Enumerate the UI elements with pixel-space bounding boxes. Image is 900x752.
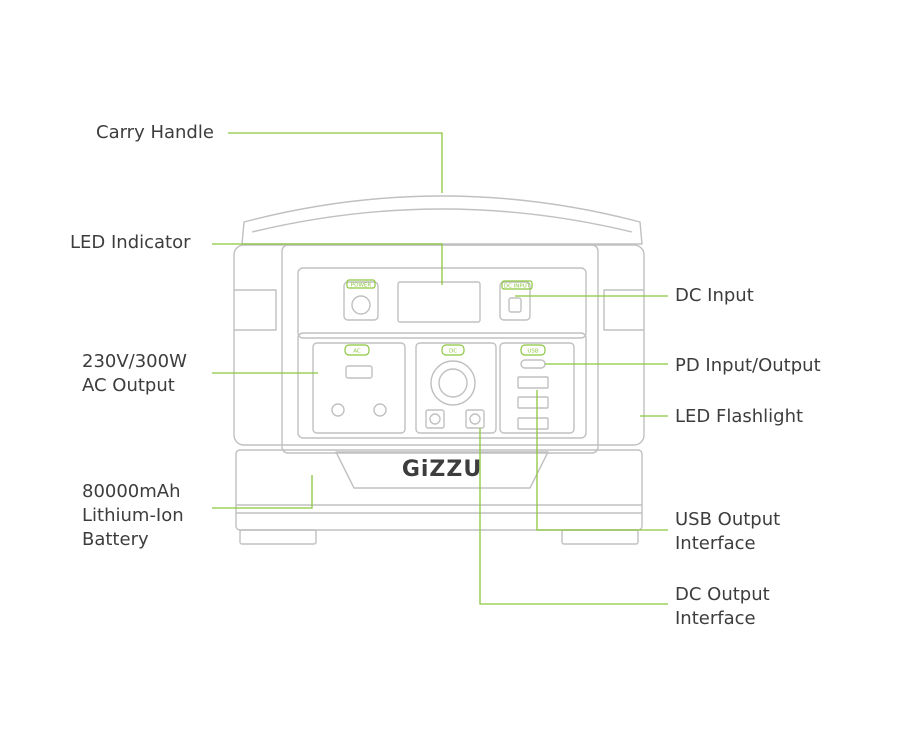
power-tag (346, 279, 376, 289)
label-dc-output-line1: DC Output (675, 584, 770, 605)
ac-outlet-frame (312, 342, 406, 434)
label-pd-io: PD Input/Output (675, 355, 821, 376)
label-ac-output-line2: AC Output (82, 375, 175, 396)
right-notch (603, 289, 644, 331)
label-battery-line3: Battery (82, 529, 149, 550)
label-battery-line2: Lithium-Ion (82, 505, 184, 526)
usb-port-3 (517, 417, 549, 430)
power-tag-text: POWER (351, 283, 372, 289)
leader-dc-output (479, 428, 668, 605)
dc-input-tag (501, 280, 533, 290)
label-usb-output-line1: USB Output (675, 509, 781, 530)
label-dc-input: DC Input (675, 285, 754, 306)
label-battery-line1: 80000mAh (82, 481, 181, 502)
carry-handle-inner (251, 208, 633, 233)
body-mid (281, 244, 599, 454)
label-ac-output: 230V/300W AC Output (82, 350, 187, 398)
dc-input-port (508, 297, 522, 313)
power-button (351, 295, 371, 315)
dc-port-left-hole (429, 413, 441, 425)
usb-port-2 (517, 396, 549, 409)
power-button-frame (343, 281, 379, 321)
ac-tag (344, 344, 370, 356)
dc-tag-text: DC (449, 349, 457, 355)
usb-tag-text: USB (527, 349, 539, 355)
label-usb-output: USB Output Interface (675, 508, 780, 556)
label-battery: 80000mAh Lithium-Ion Battery (82, 480, 184, 552)
label-ac-output-line1: 230V/300W (82, 351, 187, 372)
dc-tag (441, 344, 465, 356)
logo-plate (335, 451, 549, 489)
leader-usb-output (536, 390, 668, 531)
carry-handle (241, 195, 643, 245)
usb-port-1 (517, 376, 549, 389)
left-notch (234, 289, 277, 331)
foot-left (239, 529, 317, 545)
brand-logo: GiZZU (402, 457, 482, 482)
label-usb-output-line2: Interface (675, 533, 756, 554)
leader-led-indicator (212, 243, 443, 285)
dc-port-left (425, 409, 445, 429)
car-socket-outer (430, 360, 476, 406)
dc-outlet-frame (415, 342, 497, 434)
label-led-indicator: LED Indicator (70, 232, 191, 253)
dc-input-tag-text: DC INPUT (504, 284, 531, 290)
foot-right (561, 529, 639, 545)
dc-port-right (465, 409, 485, 429)
leader-carry-handle (228, 132, 443, 193)
ac-socket-top (345, 365, 373, 379)
base-section (235, 449, 643, 531)
usb-c-port (520, 359, 546, 369)
led-display (397, 281, 481, 323)
ac-tag-text: AC (353, 349, 361, 355)
ac-socket-left (331, 403, 345, 417)
label-led-flashlight: LED Flashlight (675, 406, 804, 427)
usb-tag (520, 344, 546, 356)
label-dc-output-line2: Interface (675, 608, 756, 629)
dc-port-right-hole (469, 413, 481, 425)
label-dc-output: DC Output Interface (675, 583, 770, 631)
leader-battery (212, 475, 313, 509)
label-carry-handle: Carry Handle (96, 122, 214, 143)
port-panel (297, 332, 587, 439)
car-socket-inner (438, 368, 468, 398)
dc-input-frame (499, 281, 531, 321)
ac-socket-right (373, 403, 387, 417)
